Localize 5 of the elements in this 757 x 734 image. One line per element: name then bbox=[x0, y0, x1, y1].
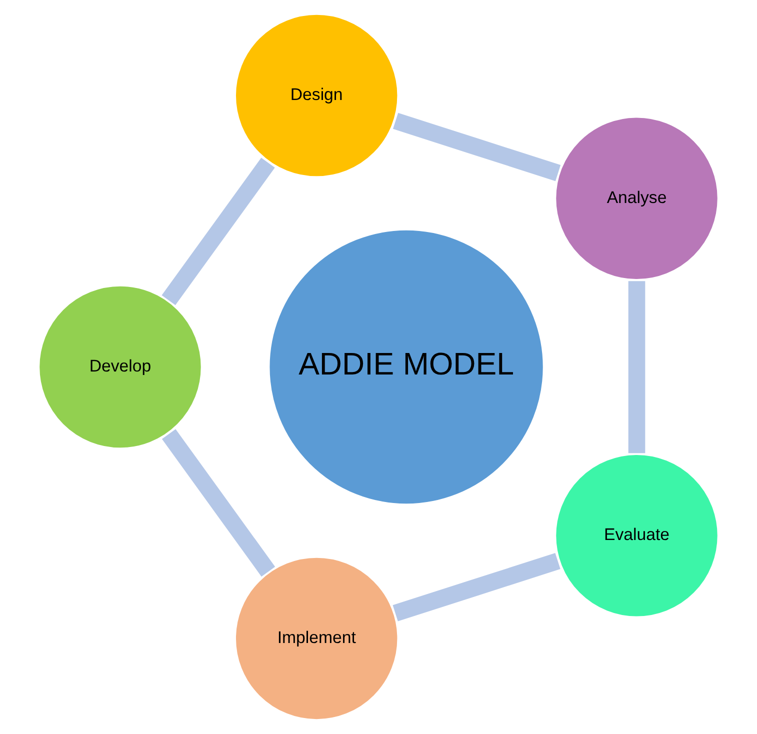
connector bbox=[162, 158, 275, 306]
connector bbox=[393, 112, 561, 182]
connector bbox=[392, 553, 560, 622]
connector bbox=[162, 429, 276, 577]
connector bbox=[628, 281, 646, 454]
